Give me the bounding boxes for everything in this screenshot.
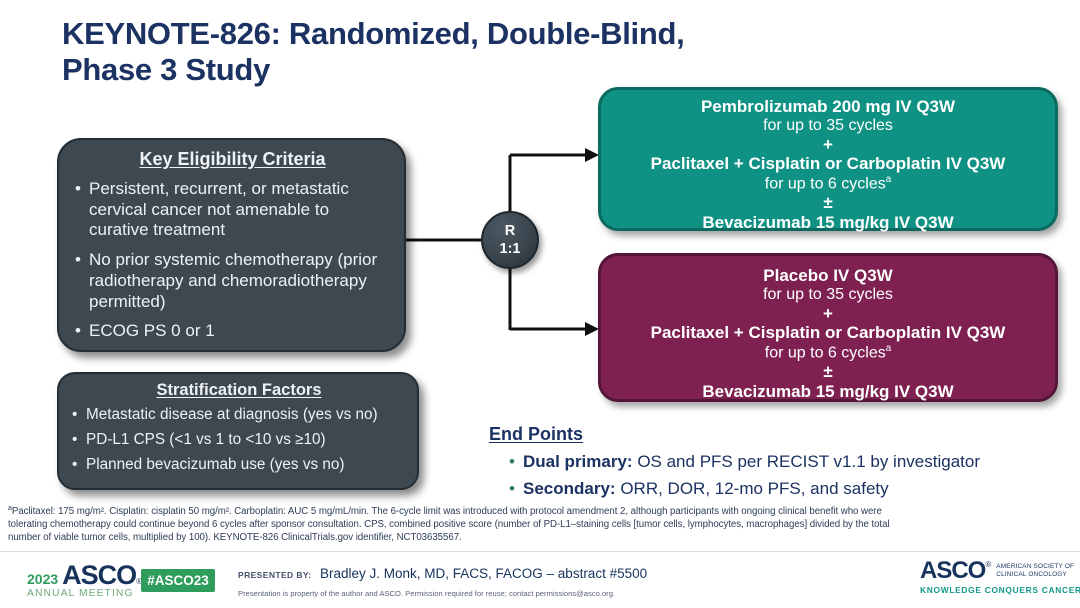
eligibility-box: Key Eligibility Criteria Persistent, rec… [57,138,406,352]
presented-by-label: PRESENTED BY: [238,570,312,580]
placebo-arm-box: Placebo IV Q3W for up to 35 cycles + Pac… [598,253,1058,402]
arm-drug-line: Paclitaxel + Cisplatin or Carboplatin IV… [650,154,1006,174]
presenter-name: Bradley J. Monk, MD, FACS, FACOG – abstr… [319,566,648,581]
stratification-bullet: Metastatic disease at diagnosis (yes vs … [71,405,407,425]
arm-drug-line: Bevacizumab 15 mg/kg IV Q3W [702,213,954,233]
arm-duration-line: for up to 35 cycles [763,116,893,134]
footnote-line: aPaclitaxel: 175 mg/m². Cisplatin: cispl… [8,505,882,518]
randomization-node: R 1:1 [481,211,539,269]
footnote-marker: a [885,174,892,186]
arm-drug-line: Bevacizumab 15 mg/kg IV Q3W [702,382,954,402]
pembrolizumab-arm-box: Pembrolizumab 200 mg IV Q3W for up to 35… [598,87,1058,233]
plus-sign: + [823,134,833,154]
registered-mark-icon: ® [985,560,992,569]
arm-drug-line: Placebo IV Q3W [763,266,893,285]
society-line: AMERICAN SOCIETY OF [996,563,1075,570]
footnote-marker: a [8,505,12,512]
randomization-ratio: 1:1 [499,241,521,257]
footnote-line: tolerating chemotherapy could continue b… [8,519,890,531]
arm-duration-line: for up to 6 cyclesa [764,174,892,193]
asco-wordmark: ASCO [62,560,137,590]
endpoint-text: OS and PFS per RECIST v1.1 by investigat… [632,452,980,471]
stratification-bullet: Planned bevacizumab use (yes vs no) [71,455,407,475]
arm-drug-line: Pembrolizumab 200 mg IV Q3W [700,97,956,116]
endpoint-label: Secondary: [523,479,616,498]
randomization-label: R [504,222,516,239]
footer: 2023 ASCO ® ANNUAL MEETING #ASCO23 PRESE… [0,552,1080,608]
asco-annual-meeting-logo: 2023 ASCO ® ANNUAL MEETING [27,560,143,600]
footnote-line: number of viable tumor cells, multiplied… [8,532,462,544]
endpoint-label: Dual primary: [523,452,633,471]
arrowhead-top-icon [585,148,599,162]
eligibility-bullet: No prior systemic chemotherapy (prior ra… [74,250,391,312]
footnote-marker: a [885,343,892,355]
slide-title: KEYNOTE-826: Randomized, Double-Blind, P… [62,16,782,88]
logo-year: 2023 [27,571,59,587]
asco-tagline: KNOWLEDGE CONQUERS CANCER [920,584,1080,595]
arm-duration-line: for up to 6 cyclesa [764,343,892,362]
eligibility-bullet: Persistent, recurrent, or metastatic cer… [74,179,391,241]
slide-title-line2: Phase 3 Study [62,51,271,87]
eligibility-title: Key Eligibility Criteria [139,149,326,169]
asco-wordmark: ASCO [920,557,986,584]
slide-title-line1: KEYNOTE-826: Randomized, Double-Blind, [62,16,685,51]
presented-by: PRESENTED BY: Bradley J. Monk, MD, FACS,… [238,565,647,583]
endpoint-text: ORR, DOR, 12-mo PFS, and safety [615,479,889,498]
endpoint-bullet: Dual primary: OS and PFS per RECIST v1.1… [489,452,980,472]
plus-minus-sign: ± [823,193,833,213]
society-line: CLINICAL ONCOLOGY [996,571,1067,578]
footnote: aPaclitaxel: 175 mg/m². Cisplatin: cispl… [8,504,1074,544]
plus-sign: + [823,303,833,323]
plus-minus-sign: ± [823,362,833,382]
arm-drug-line: Paclitaxel + Cisplatin or Carboplatin IV… [650,323,1006,343]
hashtag-badge: #ASCO23 [141,569,215,592]
stratification-title: Stratification Factors [156,381,322,399]
disclaimer-text: Presentation is property of the author a… [238,589,616,598]
arrowhead-bottom-icon [585,322,599,336]
endpoint-bullet: Secondary: ORR, DOR, 12-mo PFS, and safe… [489,479,980,499]
arm-duration-line: for up to 35 cycles [763,285,893,303]
endpoints-title: End Points [489,424,583,444]
registered-mark-icon: ® [136,577,143,586]
stratification-bullet: PD-L1 CPS (<1 vs 1 to <10 vs ≥10) [71,430,407,450]
asco-society-logo: ASCO ® AMERICAN SOCIETY OF CLINICAL ONCO… [920,557,1080,595]
annual-meeting-label: ANNUAL MEETING [27,588,134,600]
endpoints-section: End Points Dual primary: OS and PFS per … [489,424,980,499]
stratification-box: Stratification Factors Metastatic diseas… [57,372,419,490]
eligibility-bullet: ECOG PS 0 or 1 [74,321,391,342]
